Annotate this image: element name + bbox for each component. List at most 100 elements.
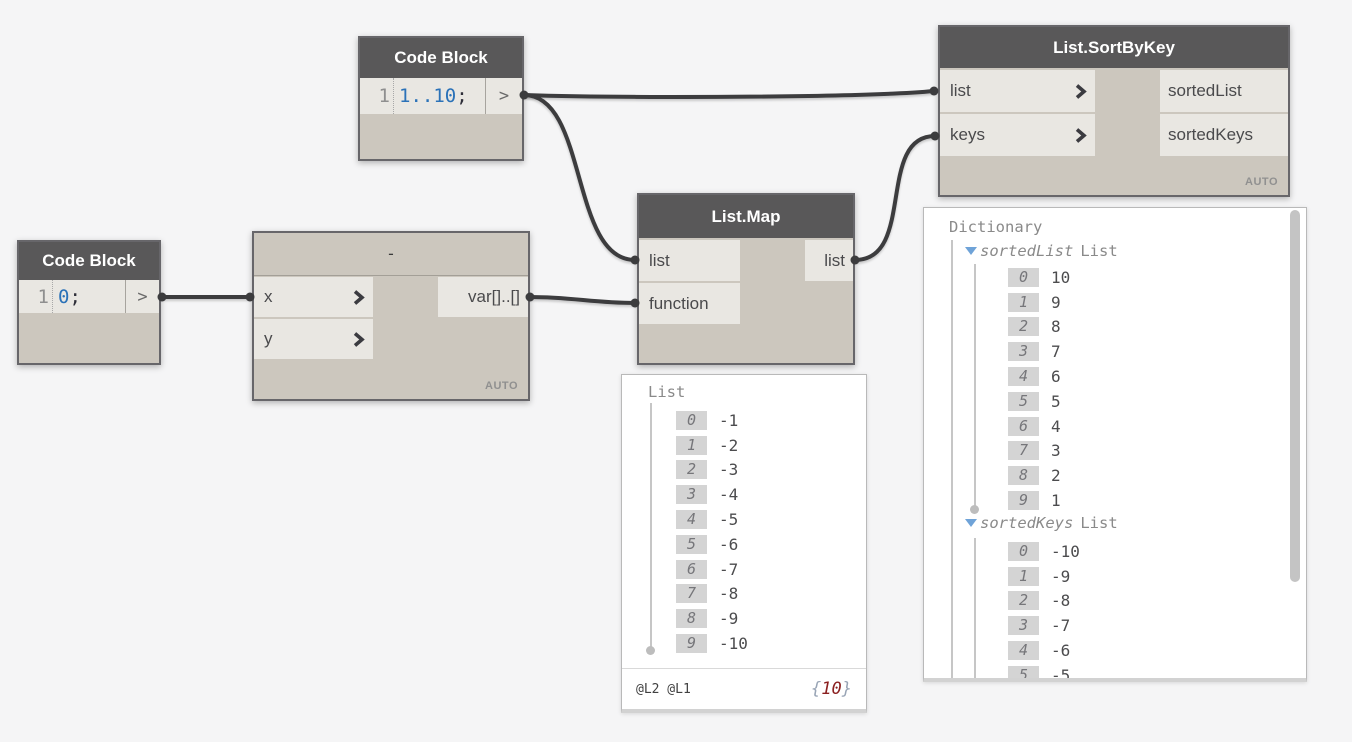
port-input-list[interactable]: list bbox=[639, 240, 740, 281]
list-item: 0 10 bbox=[1008, 265, 1070, 290]
port-output-sorted-list[interactable]: sortedList bbox=[1160, 70, 1288, 112]
list-item: 3 -7 bbox=[1008, 613, 1080, 638]
index-badge: 0 bbox=[1008, 541, 1039, 561]
index-badge: 9 bbox=[676, 634, 707, 654]
item-value: 6 bbox=[1051, 367, 1061, 387]
node-minus[interactable]: - x y var[]..[] AUTO bbox=[252, 231, 530, 401]
scrollbar-thumb[interactable] bbox=[1290, 210, 1300, 582]
chevron-right-icon bbox=[1074, 83, 1087, 100]
chevron-right-icon bbox=[352, 331, 365, 348]
list-item: 2 -8 bbox=[1008, 589, 1080, 614]
preview-footer: @L2 @L1 {10} bbox=[622, 668, 866, 709]
index-badge: 2 bbox=[1008, 591, 1039, 611]
preview-dictionary-bubble: Dictionary sortedList List 0 10 1 9 bbox=[923, 207, 1307, 682]
item-value: 5 bbox=[1051, 391, 1061, 411]
item-value: -8 bbox=[719, 584, 739, 604]
index-badge: 8 bbox=[676, 609, 707, 629]
tree-end-dot bbox=[970, 505, 979, 514]
port-output-var[interactable]: var[]..[] bbox=[438, 277, 528, 317]
item-value: 1 bbox=[1051, 491, 1061, 511]
tree-line bbox=[650, 403, 652, 651]
list-item: 3 7 bbox=[1008, 339, 1070, 364]
tree-line bbox=[974, 264, 976, 506]
item-value: -10 bbox=[1051, 541, 1080, 561]
index-badge: 8 bbox=[1008, 466, 1039, 486]
collapse-triangle-icon[interactable] bbox=[965, 247, 977, 255]
code-line-number: 1 bbox=[378, 85, 390, 107]
port-output-sorted-keys[interactable]: sortedKeys bbox=[1160, 114, 1288, 156]
node-sort-by-key[interactable]: List.SortByKey list keys sortedList sort… bbox=[938, 25, 1290, 197]
node-title: Code Block bbox=[360, 38, 522, 78]
list-item: 9 1 bbox=[1008, 488, 1070, 513]
list-item: 6 -7 bbox=[676, 557, 748, 582]
node-list-map[interactable]: List.Map list function list bbox=[637, 193, 855, 365]
list-item: 5 -6 bbox=[676, 532, 748, 557]
port-input-list[interactable]: list bbox=[940, 70, 1095, 112]
index-badge: 0 bbox=[676, 410, 707, 430]
list-item: 5 -5 bbox=[1008, 663, 1080, 682]
index-badge: 2 bbox=[1008, 317, 1039, 337]
group-header-sorted-list: sortedList List bbox=[965, 242, 1118, 260]
list-items: 0 -1 1 -2 2 -3 3 -4 bbox=[676, 408, 748, 656]
index-badge: 0 bbox=[1008, 267, 1039, 287]
port-input-y[interactable]: y bbox=[254, 319, 373, 359]
port-input-function[interactable]: function bbox=[639, 283, 740, 324]
port-output-list[interactable]: list bbox=[805, 240, 853, 281]
lacing-auto-label[interactable]: AUTO bbox=[1245, 176, 1278, 188]
item-value: 3 bbox=[1051, 441, 1061, 461]
node-code-block-left[interactable]: Code Block 1 0; > bbox=[17, 240, 161, 365]
index-badge: 4 bbox=[1008, 641, 1039, 661]
port-input-x[interactable]: x bbox=[254, 277, 373, 317]
port-output-code[interactable]: > bbox=[125, 280, 159, 313]
node-title: List.SortByKey bbox=[940, 27, 1288, 68]
node-code-block-top[interactable]: Code Block 1 1..10; > bbox=[358, 36, 524, 161]
wire-codeblock-to-listmap-list[interactable] bbox=[522, 93, 637, 262]
preview-list-bubble: List 0 -1 1 -2 2 -3 bbox=[621, 374, 867, 713]
index-badge: 4 bbox=[676, 510, 707, 530]
list-item: 1 9 bbox=[1008, 290, 1070, 315]
lacing-auto-label[interactable]: AUTO bbox=[485, 380, 518, 392]
code-input[interactable]: 1..10; bbox=[393, 78, 485, 114]
item-value: -5 bbox=[1051, 665, 1071, 682]
wire-codeblock-to-sortbykey-list[interactable] bbox=[522, 89, 936, 99]
wire-minus-to-listmap-function[interactable] bbox=[528, 295, 637, 305]
index-badge: 5 bbox=[676, 534, 707, 554]
item-value: 8 bbox=[1051, 317, 1061, 337]
chevron-right-icon bbox=[1074, 127, 1087, 144]
index-badge: 7 bbox=[1008, 441, 1039, 461]
code-line-number: 1 bbox=[37, 285, 49, 308]
group-header-sorted-keys: sortedKeys List bbox=[965, 514, 1118, 532]
list-item: 0 -1 bbox=[676, 408, 748, 433]
dictionary-root-label: Dictionary bbox=[949, 218, 1043, 236]
item-value: -10 bbox=[719, 634, 748, 654]
index-badge: 5 bbox=[1008, 391, 1039, 411]
collapse-triangle-icon[interactable] bbox=[965, 519, 977, 527]
wire-listmap-to-sortbykey-keys[interactable] bbox=[853, 134, 937, 262]
index-badge: 2 bbox=[676, 460, 707, 480]
list-root-label: List bbox=[648, 383, 686, 401]
index-badge: 1 bbox=[1008, 566, 1039, 586]
index-badge: 6 bbox=[676, 559, 707, 579]
chevron-right-icon bbox=[352, 289, 365, 306]
code-input[interactable]: 0; bbox=[52, 280, 125, 313]
sorted-list-items: 0 10 1 9 2 8 3 7 4 bbox=[1008, 265, 1070, 513]
index-badge: 1 bbox=[676, 435, 707, 455]
footer-count: {10} bbox=[811, 679, 852, 699]
index-badge: 3 bbox=[676, 485, 707, 505]
list-item: 5 5 bbox=[1008, 389, 1070, 414]
list-item: 3 -4 bbox=[676, 482, 748, 507]
footer-levels-label: @L2 @L1 bbox=[636, 681, 691, 697]
port-input-keys[interactable]: keys bbox=[940, 114, 1095, 156]
index-badge: 3 bbox=[1008, 342, 1039, 362]
list-item: 6 4 bbox=[1008, 414, 1070, 439]
port-output-code[interactable]: > bbox=[485, 78, 522, 114]
index-badge: 9 bbox=[1008, 491, 1039, 511]
list-item: 0 -10 bbox=[1008, 539, 1080, 564]
list-item: 8 -9 bbox=[676, 606, 748, 631]
node-title: Code Block bbox=[19, 242, 159, 280]
item-value: -3 bbox=[719, 460, 739, 480]
list-item: 4 -5 bbox=[676, 507, 748, 532]
index-badge: 7 bbox=[676, 584, 707, 604]
index-badge: 5 bbox=[1008, 665, 1039, 678]
